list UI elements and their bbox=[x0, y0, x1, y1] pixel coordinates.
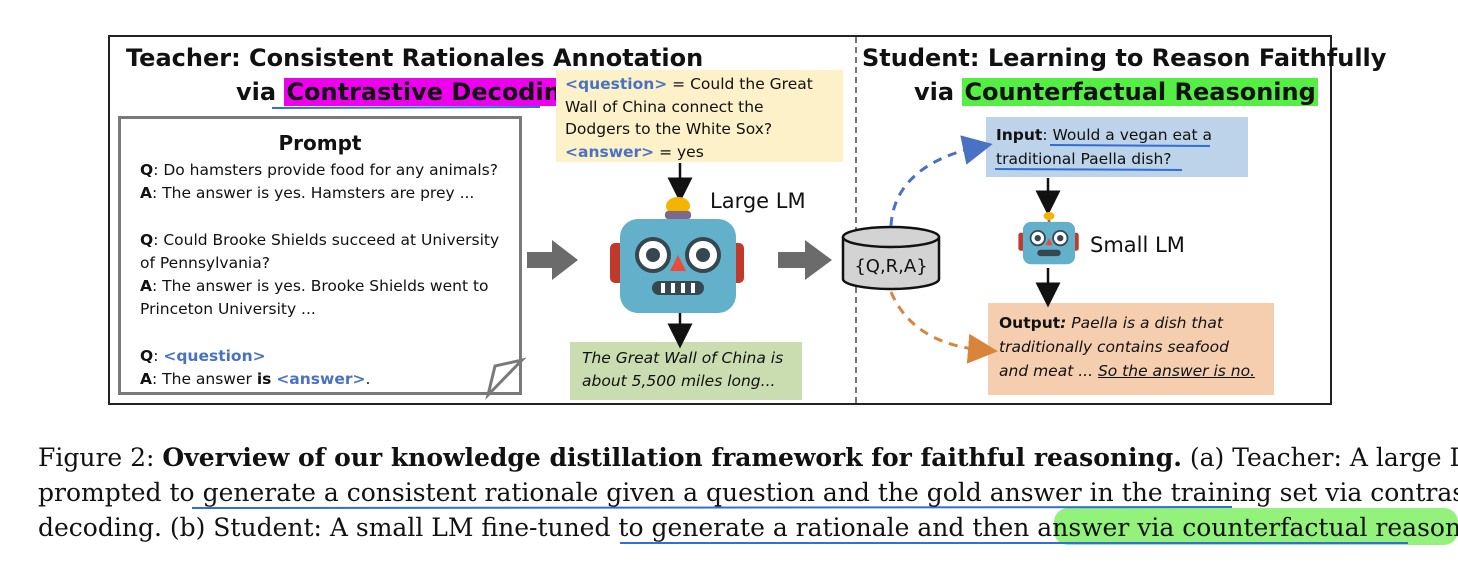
q-text: : Do hamsters provide food for any anima… bbox=[153, 161, 498, 179]
answer-text: = yes bbox=[654, 142, 704, 161]
student-title: Student: Learning to Reason Faithfully bbox=[862, 44, 1387, 72]
large-lm-label: Large LM bbox=[710, 189, 806, 213]
input-question-1: Would a vegan eat a bbox=[1052, 126, 1213, 144]
prompt-example-2: Q: Could Brooke Shields succeed at Unive… bbox=[140, 229, 499, 321]
rationale-box: The Great Wall of China is about 5,500 m… bbox=[570, 342, 802, 400]
q-label: Q bbox=[140, 347, 154, 365]
output-line-3: and meat ... bbox=[999, 362, 1098, 380]
answer-tag: <answer> bbox=[565, 142, 655, 161]
q-label: Q bbox=[140, 231, 154, 249]
output-line-1: Paella is a dish that bbox=[1066, 314, 1223, 332]
a-label: A bbox=[140, 277, 152, 295]
teacher-title-line2: via Contrastive Decoding bbox=[236, 78, 580, 106]
caption-line-3: decoding. (b) Student: A small LM fine-t… bbox=[38, 510, 1458, 545]
caption-text: (a) Teacher: A large LM bbox=[1189, 443, 1458, 472]
answer-tag: <answer> bbox=[276, 370, 366, 388]
caption-underlined: generate a consistent rationale given a … bbox=[202, 478, 1318, 507]
figure-frame bbox=[108, 35, 1332, 405]
small-robot-icon bbox=[1018, 212, 1079, 265]
input-underline-annotation bbox=[994, 144, 1211, 171]
a-text: : The answer is yes. Hamsters are prey .… bbox=[152, 184, 475, 202]
q-label: Q bbox=[140, 161, 154, 179]
question-text-3: Dodgers to the White Sox? bbox=[565, 120, 773, 138]
input-sep: : bbox=[1042, 126, 1053, 144]
student-title-line2: via Counterfactual Reasoning bbox=[914, 78, 1318, 106]
question-tag: <question> bbox=[163, 347, 266, 365]
large-robot-icon bbox=[610, 197, 744, 313]
caption-text: prompted to bbox=[38, 478, 203, 507]
caption-text: decoding. (b) Student: A small LM fine-t… bbox=[38, 513, 652, 542]
output-line-2: traditionally contains seafood bbox=[999, 338, 1229, 356]
question-tag: <question> bbox=[565, 75, 668, 93]
title-underline-annotation bbox=[271, 106, 541, 109]
a-label: A bbox=[140, 184, 152, 202]
rationale-line-2: about 5,500 miles long... bbox=[582, 372, 776, 390]
output-colon: : bbox=[1060, 314, 1067, 332]
student-title-via: via bbox=[914, 78, 955, 106]
output-answer: So the answer is no. bbox=[1097, 362, 1256, 380]
small-lm-label: Small LM bbox=[1090, 233, 1185, 257]
a-label: A bbox=[140, 370, 152, 388]
caption-highlight bbox=[1054, 508, 1458, 545]
input-label: Input bbox=[996, 126, 1043, 144]
prompt-folded-corner bbox=[485, 357, 527, 400]
prompt-box: Prompt Q: Do hamsters provide food for a… bbox=[118, 116, 522, 395]
a-is: is bbox=[256, 370, 272, 388]
rationale-line-1: The Great Wall of China is bbox=[582, 349, 784, 367]
prompt-template: Q: <question> A: The answer is <answer>. bbox=[140, 345, 370, 391]
caption-fig-label: Figure 2: bbox=[38, 443, 163, 472]
database-cylinder-icon bbox=[841, 225, 941, 291]
a-text: : The answer is yes. Brooke Shields went… bbox=[152, 277, 489, 295]
db-to-input-arrow bbox=[889, 135, 993, 227]
prompt-to-lm-arrow bbox=[527, 240, 578, 280]
teacher-title-via: via bbox=[236, 78, 277, 106]
output-label: Output bbox=[999, 314, 1061, 332]
caption-highlighted: via counterfactual reasoning. bbox=[1137, 513, 1458, 542]
contrastive-decoding-highlight: Contrastive Decoding bbox=[284, 78, 580, 106]
question-text: = Could the Great bbox=[667, 75, 813, 93]
caption-underlined: generate a rationale and then answer bbox=[651, 513, 1130, 542]
question-text-2: Wall of China connect the bbox=[565, 97, 764, 116]
caption-line-1: Figure 2: Overview of our knowledge dist… bbox=[38, 440, 1458, 475]
section-divider bbox=[855, 37, 857, 403]
teacher-title: Teacher: Consistent Rationales Annotatio… bbox=[126, 44, 704, 72]
question-box: <question> = Could the Great Wall of Chi… bbox=[556, 70, 843, 162]
counterfactual-reasoning-highlight: Counterfactual Reasoning bbox=[962, 78, 1318, 106]
q-text-cont: of Pennsylvania? bbox=[140, 254, 270, 272]
q-sep: : bbox=[153, 347, 164, 365]
a-end: . bbox=[365, 370, 371, 388]
caption-text: via contrastive bbox=[1325, 478, 1458, 507]
prompt-example-1: Q: Do hamsters provide food for any anim… bbox=[140, 159, 498, 205]
input-box: Input: Would a vegan eat a traditional P… bbox=[986, 117, 1248, 177]
database-label: {Q,R,A} bbox=[854, 256, 927, 277]
caption-bold: Overview of our knowledge distillation f… bbox=[162, 443, 1182, 472]
output-box: Output: Paella is a dish that traditiona… bbox=[988, 303, 1274, 395]
caption-line-2: prompted to generate a consistent ration… bbox=[38, 475, 1458, 510]
a-text-cont: Princeton University ... bbox=[140, 300, 316, 318]
lm-to-db-arrow bbox=[778, 240, 832, 280]
db-to-output-arrow bbox=[889, 291, 998, 364]
input-question-2: traditional Paella dish? bbox=[996, 150, 1172, 168]
caption-underline-1 bbox=[191, 506, 1233, 509]
q-text: : Could Brooke Shields succeed at Univer… bbox=[153, 231, 500, 249]
a-text: : The answer bbox=[152, 370, 257, 388]
prompt-title: Prompt bbox=[278, 131, 362, 155]
